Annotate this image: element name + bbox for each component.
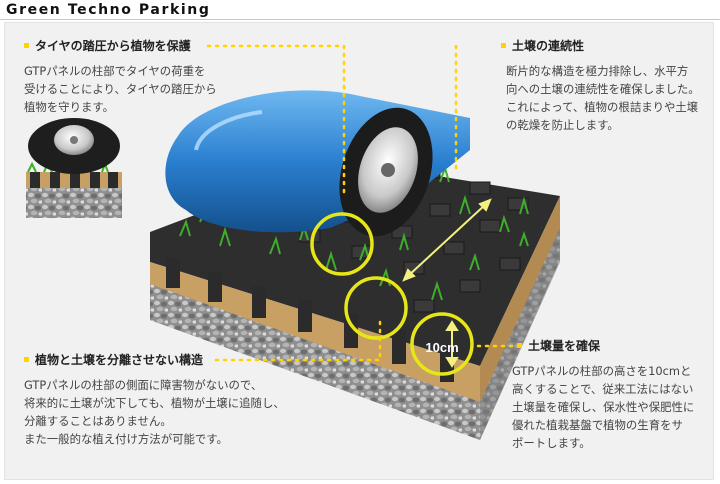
title-divider	[0, 19, 720, 20]
heading-soil-continuity: 土壌の連続性	[501, 38, 584, 54]
page-title: Green Techno Parking	[6, 2, 211, 18]
gravel-base-layer	[150, 226, 560, 440]
heading-tire-load: タイヤの踏圧から植物を保護	[24, 38, 191, 54]
height-arrow	[445, 320, 459, 368]
text-line: また一般的な植え付け方法が可能です。	[24, 432, 228, 446]
text-line: 高くすることで、従来工法にはない	[512, 382, 694, 396]
text-soil-continuity: 断片的な構造を極力排除し、水平方 向への土壌の連続性を確保しました。 これによっ…	[506, 62, 700, 134]
text-line: これによって、植物の根詰まりや土壌	[506, 100, 699, 114]
leader-lines	[206, 44, 520, 362]
text-line: 向への土壌の連続性を確保しました。	[506, 82, 700, 96]
text-line: 受けることにより、タイヤの踏圧から	[24, 82, 217, 96]
highlight-circles	[310, 212, 474, 376]
text-no-separation: GTPパネルの柱部の側面に障害物がないので、 将来的に土壌が沈下しても、植物が土…	[24, 376, 285, 448]
text-line: 分離することはありません。	[24, 414, 172, 428]
text-line: 土壌量を確保し、保水性や保肥性に	[512, 400, 695, 414]
tire-inset-illustration	[26, 118, 122, 218]
heading-no-separation: 植物と土壌を分離させない構造	[24, 352, 203, 368]
soil-and-panel-layer	[150, 160, 560, 402]
text-soil-volume: GTPパネルの柱部の高さを10cmと 高くすることで、従来工法にはない 土壌量を…	[512, 362, 694, 452]
height-label: 10cm	[425, 340, 458, 355]
text-line: ポートします。	[512, 436, 591, 450]
text-line: 植物を守ります。	[24, 100, 114, 114]
text-line: GTPパネルの柱部の高さを10cmと	[512, 364, 692, 378]
text-line: 断片的な構造を極力排除し、水平方	[506, 64, 689, 78]
car-illustration	[165, 90, 470, 237]
heading-soil-volume: 土壌量を確保	[517, 338, 600, 354]
text-tire-load: GTPパネルの柱部でタイヤの荷重を 受けることにより、タイヤの踏圧から 植物を守…	[24, 62, 217, 116]
text-line: 優れた植栽基盤で植物の生育をサ	[512, 418, 683, 432]
text-line: GTPパネルの柱部でタイヤの荷重を	[24, 64, 206, 78]
text-line: の乾燥を防止します。	[506, 118, 619, 132]
soil-continuity-arrow	[402, 198, 492, 282]
text-line: GTPパネルの柱部の側面に障害物がないので、	[24, 378, 263, 392]
text-line: 将来的に土壌が沈下しても、植物が土壌に追随し、	[24, 396, 285, 410]
